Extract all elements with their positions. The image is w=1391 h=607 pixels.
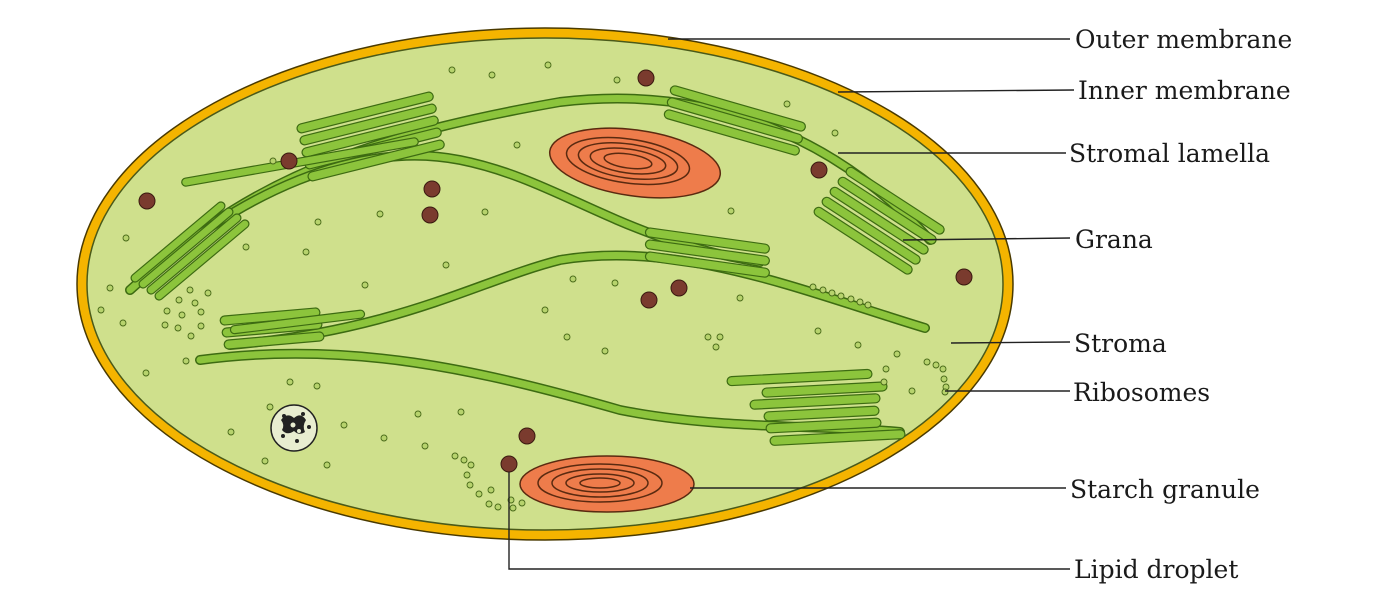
leader-inner-membrane: [837, 89, 1075, 93]
grana-stack-right: [813, 166, 945, 275]
grana-stack-left: [130, 201, 250, 301]
label-inner-membrane: Inner membrane: [1078, 76, 1291, 105]
label-stroma: Stroma: [1074, 329, 1167, 358]
dna-nucleoid: [270, 404, 318, 452]
leader-stroma: [950, 341, 1071, 344]
leader-lines: [508, 38, 1075, 570]
grana-stack-bottom-right: [726, 368, 906, 446]
grana-stack-top-right: [663, 85, 806, 156]
label-lipid-droplet: Lipid droplet: [1074, 555, 1239, 584]
leader-grana: [902, 237, 1071, 241]
leader-lipid-droplet: [508, 472, 1070, 570]
grana-stack-center: [644, 227, 770, 278]
starch-granule-lower: [519, 455, 695, 513]
label-starch-granule: Starch granule: [1070, 475, 1260, 504]
starch-granule-upper: [548, 127, 722, 199]
inner-membrane: [86, 37, 1004, 531]
label-stromal-lamella: Stromal lamella: [1069, 139, 1271, 168]
label-grana: Grana: [1075, 225, 1153, 254]
grana-stack-mid-left: [219, 307, 366, 350]
ribosomes: [97, 61, 950, 512]
grana-stack-top-left: [181, 91, 445, 187]
label-outer-membrane: Outer membrane: [1075, 25, 1293, 54]
label-ribosomes: Ribosomes: [1073, 378, 1211, 407]
lipid-droplets: [138, 69, 973, 473]
